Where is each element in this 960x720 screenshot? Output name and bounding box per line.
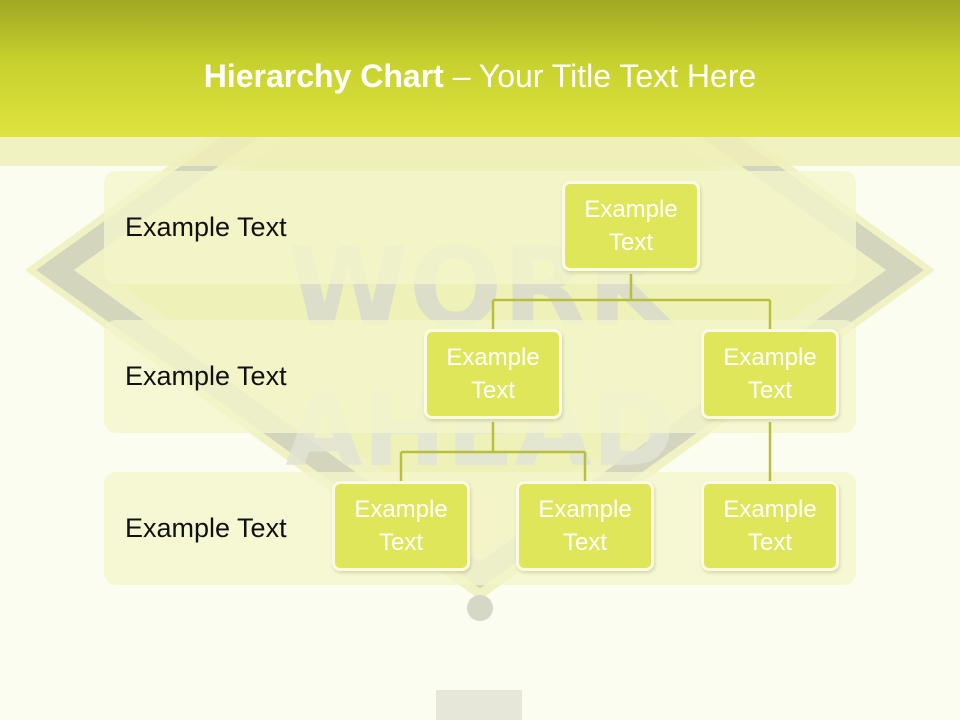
node-level2-left[interactable]: Example Text [424, 329, 562, 419]
node-level3-b-label: Example Text [538, 496, 632, 556]
level-label-2: Example Text [125, 361, 287, 391]
node-level3-c[interactable]: Example Text [701, 481, 839, 571]
title-bar-band [0, 137, 960, 166]
title-bar [0, 0, 960, 137]
page-title: Hierarchy Chart – Your Title Text Here [0, 52, 960, 100]
node-level3-c-label: Example Text [723, 496, 817, 556]
node-root-label: Example Text [584, 196, 678, 256]
node-root[interactable]: Example Text [562, 181, 700, 271]
level-band-1: Example Text [104, 171, 856, 284]
node-level2-right-label: Example Text [723, 344, 817, 404]
level-label-3: Example Text [125, 513, 287, 543]
node-level2-right[interactable]: Example Text [701, 329, 839, 419]
title-bold: Hierarchy Chart [203, 58, 444, 94]
node-level3-b[interactable]: Example Text [516, 481, 654, 571]
title-rest: – Your Title Text Here [443, 58, 757, 94]
node-level3-a[interactable]: Example Text [332, 481, 470, 571]
node-level2-left-label: Example Text [446, 344, 540, 404]
level-label-1: Example Text [125, 212, 287, 242]
node-level3-a-label: Example Text [354, 496, 448, 556]
